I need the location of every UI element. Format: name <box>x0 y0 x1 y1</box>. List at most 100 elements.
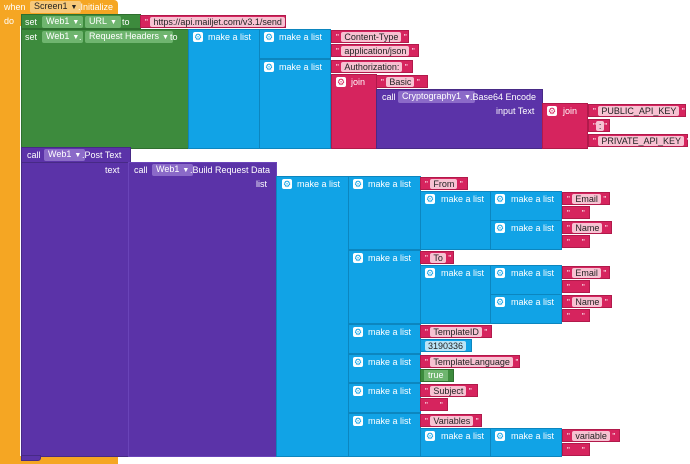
cryptography-component-dropdown[interactable]: Cryptography1▼ <box>398 91 475 103</box>
make-list-label: make a list <box>511 194 555 204</box>
gear-icon[interactable]: ⚙ <box>264 62 274 72</box>
make-list-content-type[interactable] <box>259 29 331 59</box>
from-text[interactable]: From <box>430 179 458 189</box>
public-key-text[interactable]: PUBLIC_API_KEY <box>598 106 680 116</box>
make-list-label: make a list <box>208 32 252 42</box>
text-param-label: text <box>105 165 120 175</box>
authorization-key-block[interactable]: " Authorization: " <box>331 60 413 73</box>
event-body-strip <box>0 14 22 26</box>
to-name-key-block[interactable]: " Name " <box>562 295 612 308</box>
to-email-value-block[interactable]: "" <box>562 280 590 293</box>
template-id-key-block[interactable]: " TemplateID " <box>420 325 492 338</box>
gear-icon[interactable]: ⚙ <box>495 297 505 307</box>
gear-icon[interactable]: ⚙ <box>495 194 505 204</box>
to-text[interactable]: To <box>430 253 446 263</box>
content-type-key-text[interactable]: Content-Type <box>341 32 402 42</box>
basic-text-block[interactable]: " Basic " <box>376 75 428 88</box>
join-label: join <box>351 77 366 87</box>
subject-value-block[interactable]: "" <box>420 398 448 411</box>
gear-icon[interactable]: ⚙ <box>353 179 363 189</box>
gear-icon[interactable]: ⚙ <box>336 77 346 87</box>
gear-icon[interactable]: ⚙ <box>353 386 363 396</box>
colon-text[interactable]: : <box>595 121 605 131</box>
url-text-block[interactable]: " https://api.mailjet.com/v3.1/send " <box>140 15 290 28</box>
to-name-value-block[interactable]: "" <box>562 309 590 322</box>
basic-text[interactable]: Basic <box>386 77 415 87</box>
from-text-block[interactable]: " From " <box>420 177 468 190</box>
authorization-key-text[interactable]: Authorization: <box>341 62 403 72</box>
private-key-block[interactable]: " PRIVATE_API_KEY " <box>588 134 689 147</box>
gear-icon[interactable]: ⚙ <box>425 194 435 204</box>
web1-dropdown-url[interactable]: Web1▼ <box>42 16 84 28</box>
to-text-block[interactable]: " To " <box>420 251 454 264</box>
chevron-down-icon: ▼ <box>162 34 169 41</box>
set-request-headers-block[interactable] <box>21 29 189 149</box>
variables-key-block[interactable]: " Variables " <box>420 414 482 427</box>
url-text-value[interactable]: https://api.mailjet.com/v3.1/send <box>150 17 285 27</box>
chevron-down-icon: ▼ <box>182 167 190 174</box>
web1-dropdown-headers[interactable]: Web1▼ <box>42 31 84 43</box>
variables-text[interactable]: Variables <box>430 416 474 426</box>
gear-icon[interactable]: ⚙ <box>264 32 274 42</box>
template-language-key-block[interactable]: " TemplateLanguage " <box>420 355 520 368</box>
screen-dropdown[interactable]: Screen1▼ <box>30 1 82 13</box>
email-text[interactable]: Email <box>572 268 601 278</box>
public-key-block[interactable]: " PUBLIC_API_KEY " <box>588 104 686 117</box>
from-name-key-block[interactable]: " Name " <box>562 221 612 234</box>
to-email-key-block[interactable]: " Email " <box>562 266 610 279</box>
gear-icon[interactable]: ⚙ <box>425 268 435 278</box>
name-text[interactable]: Name <box>572 297 603 307</box>
gear-icon[interactable]: ⚙ <box>193 32 203 42</box>
make-list-label: make a list <box>441 194 485 204</box>
event-block-screen1-initialize[interactable] <box>0 0 20 464</box>
subject-key-block[interactable]: " Subject " <box>420 384 478 397</box>
make-list-label: make a list <box>279 32 323 42</box>
gear-icon[interactable]: ⚙ <box>495 431 505 441</box>
chevron-down-icon: ▼ <box>72 34 80 41</box>
web1-label: Web1 <box>46 31 70 41</box>
gear-icon[interactable]: ⚙ <box>495 268 505 278</box>
variable-text[interactable]: variable <box>572 431 610 441</box>
make-list-request-data[interactable] <box>276 176 349 457</box>
template-id-key-text[interactable]: TemplateID <box>430 327 482 337</box>
gear-icon[interactable]: ⚙ <box>353 416 363 426</box>
gear-icon[interactable]: ⚙ <box>425 431 435 441</box>
make-list-template-id[interactable] <box>348 324 421 354</box>
make-list-label: make a list <box>511 268 555 278</box>
url-property-dropdown[interactable]: URL▼ <box>85 16 121 28</box>
build-request-data-block[interactable] <box>128 162 277 457</box>
make-list-headers-outer[interactable] <box>188 29 260 149</box>
make-list-label: make a list <box>511 297 555 307</box>
template-id-value-block[interactable]: 3190336 <box>420 339 472 352</box>
content-type-key-block[interactable]: " Content-Type " <box>331 30 409 43</box>
template-language-text[interactable]: TemplateLanguage <box>430 357 513 367</box>
request-headers-property-dropdown[interactable]: Request Headers▼ <box>85 31 173 43</box>
subject-text[interactable]: Subject <box>430 386 467 396</box>
content-type-value-text[interactable]: application/json <box>341 46 410 56</box>
variable-key-block[interactable]: " variable " <box>562 429 620 442</box>
content-type-value-block[interactable]: " application/json " <box>331 44 419 57</box>
name-text[interactable]: Name <box>572 223 603 233</box>
from-name-value-block[interactable]: "" <box>562 235 590 248</box>
make-list-label: make a list <box>441 431 485 441</box>
true-boolean-block[interactable]: true <box>420 369 454 382</box>
colon-text-block[interactable]: ":" <box>588 119 610 132</box>
from-email-value-block[interactable]: "" <box>562 206 590 219</box>
template-id-value-text[interactable]: 3190336 <box>425 341 467 351</box>
web1-dropdown-post[interactable]: Web1▼ <box>44 149 86 161</box>
gear-icon[interactable]: ⚙ <box>353 357 363 367</box>
true-value-text[interactable]: true <box>424 370 448 381</box>
from-email-key-block[interactable]: " Email " <box>562 192 610 205</box>
make-list-variables[interactable] <box>348 413 421 457</box>
private-key-text[interactable]: PRIVATE_API_KEY <box>598 136 685 146</box>
make-list-authorization[interactable] <box>259 59 331 149</box>
gear-icon[interactable]: ⚙ <box>353 253 363 263</box>
variable-value-block[interactable]: "" <box>562 443 590 456</box>
gear-icon[interactable]: ⚙ <box>282 179 292 189</box>
gear-icon[interactable]: ⚙ <box>547 106 557 116</box>
gear-icon[interactable]: ⚙ <box>353 327 363 337</box>
email-text[interactable]: Email <box>572 194 601 204</box>
web1-dropdown-build[interactable]: Web1▼ <box>152 164 194 176</box>
post-text-block[interactable] <box>21 147 129 457</box>
gear-icon[interactable]: ⚙ <box>495 223 505 233</box>
